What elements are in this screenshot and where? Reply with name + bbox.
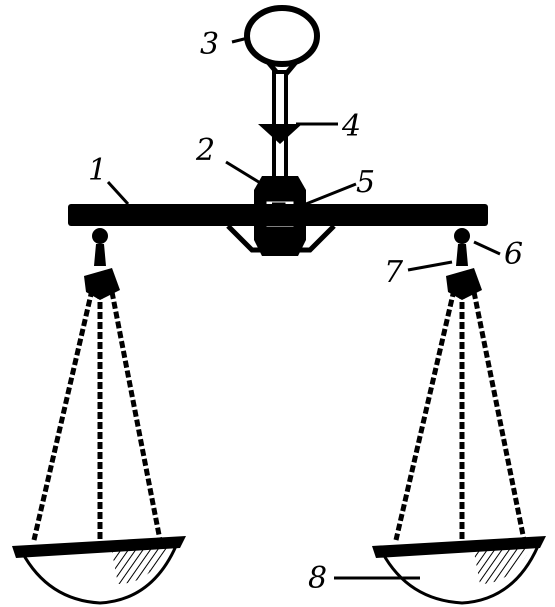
label-3: 3: [200, 27, 219, 62]
leader-lines: [106, 36, 501, 580]
beam-underside: [226, 224, 336, 253]
left-pan: [12, 536, 186, 605]
leader-5: [305, 182, 357, 206]
right-chains: [393, 289, 527, 541]
leader-6: [473, 240, 501, 256]
label-6: 6: [504, 237, 523, 272]
label-2: 2: [195, 133, 215, 168]
leader-3: [231, 36, 249, 44]
label-7: 7: [384, 255, 404, 290]
label-5: 5: [356, 165, 375, 200]
label-1: 1: [88, 153, 107, 188]
suspension-ring: [244, 5, 320, 67]
label-8: 8: [308, 561, 327, 596]
leader-2: [225, 160, 263, 186]
leader-1: [106, 180, 130, 206]
beam: [68, 204, 488, 226]
right-pan: [372, 536, 546, 605]
right-hanger: [446, 228, 482, 300]
pointer: [258, 124, 302, 144]
left-hanger: [84, 228, 120, 300]
left-chains: [31, 289, 163, 541]
label-4: 4: [341, 109, 361, 144]
leader-7: [407, 260, 453, 272]
